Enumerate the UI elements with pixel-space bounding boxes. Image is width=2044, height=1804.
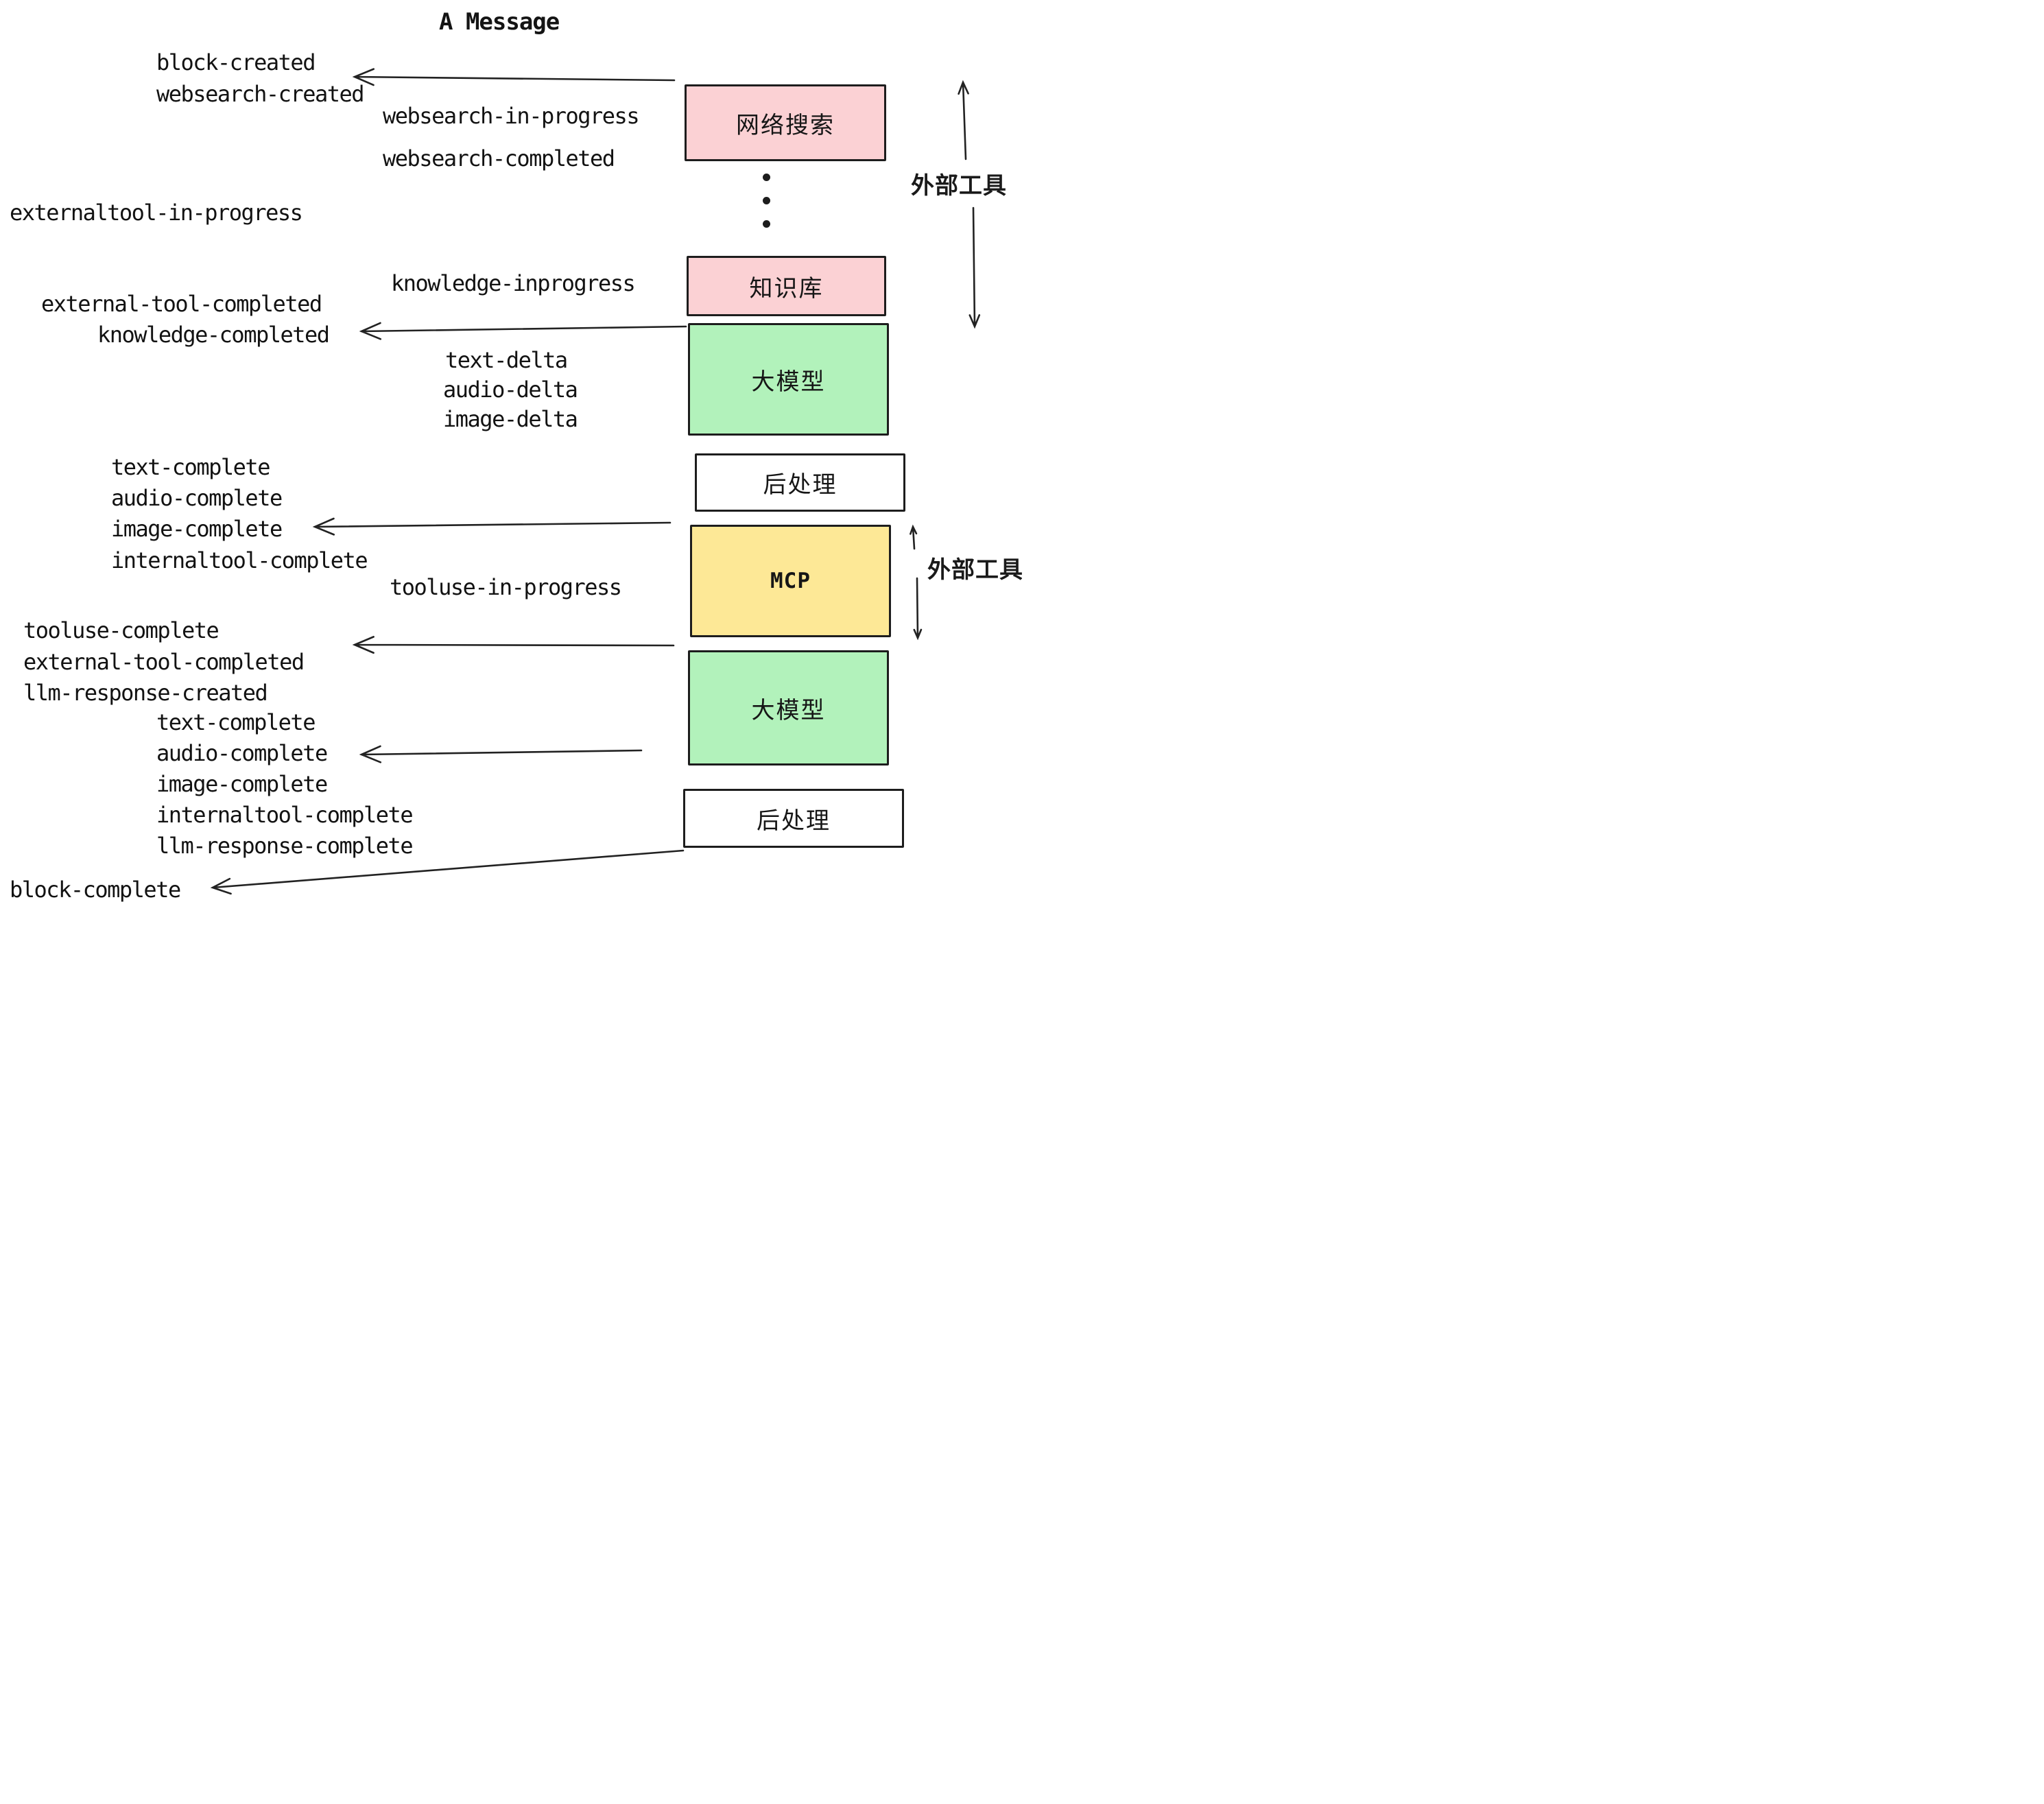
websearch-box: 网络搜索: [685, 84, 886, 161]
event-label-block-complete: block-complete: [10, 877, 181, 902]
event-label-text-complete: text-complete: [156, 709, 316, 735]
message-flow-diagram: A Message block-created websearch-created…: [0, 0, 1022, 902]
llm-box-1: 大模型: [688, 323, 889, 436]
event-label-llm-response-created: llm-response-created: [23, 680, 268, 706]
event-label-external-tool-completed: external-tool-completed: [23, 649, 305, 675]
event-label-audio-delta: audio-delta: [443, 377, 578, 403]
llm-box-2: 大模型: [688, 650, 889, 765]
external-tools-up-arrow-mcp: [910, 524, 918, 550]
arrow-to-block-created: [352, 68, 676, 86]
llm-box-2-label: 大模型: [751, 697, 826, 724]
event-label-image-delta: image-delta: [443, 406, 578, 432]
event-label-llm-response-complete: llm-response-complete: [156, 833, 414, 859]
postprocess-box-2: 后处理: [683, 789, 904, 848]
event-label-knowledge-inprogress: knowledge-inprogress: [391, 270, 636, 296]
ellipsis-dot: [762, 219, 770, 228]
postprocess-box-1-label: 后处理: [763, 472, 837, 498]
external-tools-down-arrow-mcp: [913, 577, 923, 641]
event-label-externaltool-in-progress: externaltool-in-progress: [10, 200, 303, 226]
event-label-internaltool-complete: internaltool-complete: [156, 802, 414, 828]
diagram-title: A Message: [439, 8, 560, 36]
event-label-websearch-created: websearch-created: [156, 81, 365, 107]
arrow-to-audio-complete: [359, 745, 643, 763]
event-label-websearch-in-progress: websearch-in-progress: [383, 103, 640, 129]
external-tools-label-mcp: 外部工具: [927, 557, 1022, 583]
knowledge-box-label: 知识库: [749, 275, 824, 302]
postprocess-box-2-label: 后处理: [757, 807, 831, 834]
mcp-box: MCP: [690, 525, 891, 637]
knowledge-box: 知识库: [687, 256, 886, 316]
external-tools-up-arrow-top: [958, 80, 969, 161]
event-label-audio-complete: audio-complete: [111, 485, 283, 511]
event-label-image-complete: image-complete: [111, 516, 283, 542]
mcp-box-label: MCP: [770, 569, 811, 593]
event-label-audio-complete: audio-complete: [156, 740, 328, 766]
event-label-knowledge-completed: knowledge-completed: [97, 322, 330, 348]
postprocess-box-1: 后处理: [695, 453, 905, 512]
arrow-to-image-complete: [312, 517, 672, 536]
event-label-text-complete: text-complete: [111, 454, 270, 480]
external-tools-label-top: 外部工具: [911, 173, 1007, 199]
event-label-internaltool-complete: internaltool-complete: [111, 547, 368, 573]
event-label-external-tool-completed: external-tool-completed: [41, 291, 322, 317]
websearch-box-label: 网络搜索: [736, 112, 835, 139]
event-label-tooluse-in-progress: tooluse-in-progress: [390, 574, 622, 600]
llm-box-1-label: 大模型: [751, 368, 826, 395]
event-label-block-created: block-created: [156, 49, 316, 75]
arrow-to-knowledge-completed: [359, 322, 687, 340]
event-label-text-delta: text-delta: [445, 347, 568, 373]
external-tools-down-arrow-top: [968, 206, 981, 329]
ellipsis-dot: [762, 173, 770, 181]
event-label-tooluse-complete: tooluse-complete: [23, 617, 219, 643]
arrow-to-external-tool-completed: [352, 636, 675, 654]
event-label-websearch-completed: websearch-completed: [383, 145, 615, 171]
event-label-image-complete: image-complete: [156, 771, 328, 797]
ellipsis-dot: [762, 196, 770, 204]
